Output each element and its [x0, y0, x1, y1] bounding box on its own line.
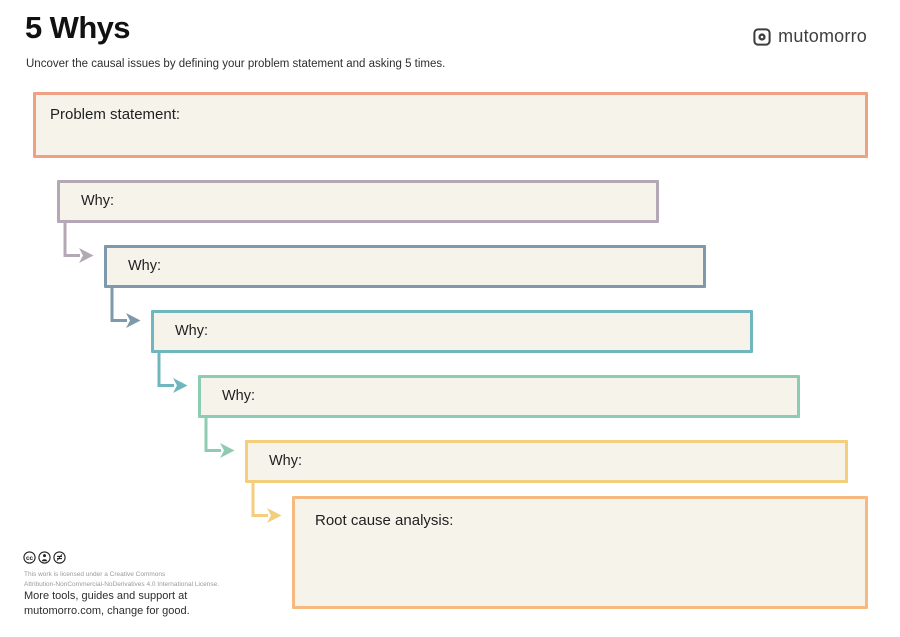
- root-cause-analysis-box[interactable]: Root cause analysis:: [292, 496, 868, 609]
- connector-arrow-icon: [157, 352, 188, 393]
- why-box-4[interactable]: Why:: [198, 375, 800, 418]
- why-label: Why:: [175, 323, 209, 339]
- promo-line-2: mutomorro.com, change for good.: [24, 604, 190, 617]
- why-label: Why:: [81, 193, 115, 209]
- why-label: Why:: [269, 453, 303, 469]
- attribution-icon: [38, 551, 51, 564]
- license-line-1: This work is licensed under a Creative C…: [24, 571, 166, 578]
- why-box-5[interactable]: Why:: [245, 440, 848, 483]
- license-line-2: Attribution-NonCommercial-NoDerivatives …: [24, 581, 220, 589]
- brand-name: mutomorro: [778, 26, 867, 46]
- problem-statement-box[interactable]: Problem statement:: [33, 92, 868, 158]
- cc-icon: cc: [23, 551, 36, 564]
- promo-text: More tools, guides and support at mutomo…: [24, 589, 190, 619]
- connector-arrow-icon: [251, 482, 282, 523]
- root-cause-analysis-label: Root cause analysis:: [315, 512, 454, 529]
- connector-arrow-icon: [63, 222, 94, 263]
- why-label: Why:: [222, 388, 256, 404]
- license-text: This work is licensed under a Creative C…: [24, 570, 219, 590]
- brand-logo: mutomorro: [753, 26, 867, 47]
- svg-text:cc: cc: [26, 555, 34, 562]
- why-box-2[interactable]: Why:: [104, 245, 706, 288]
- no-derivatives-icon: [53, 551, 66, 564]
- problem-statement-label: Problem statement:: [50, 106, 181, 123]
- why-box-3[interactable]: Why:: [151, 310, 753, 353]
- connector-arrow-icon: [110, 287, 141, 328]
- why-label: Why:: [128, 258, 162, 274]
- why-box-1[interactable]: Why:: [57, 180, 659, 223]
- page-subtitle: Uncover the causal issues by defining yo…: [26, 58, 446, 70]
- page-title: 5 Whys: [25, 10, 131, 45]
- creative-commons-icons: cc: [23, 551, 66, 564]
- connector-arrow-icon: [204, 417, 235, 458]
- mutomorro-logo-icon: [753, 27, 771, 46]
- promo-line-1: More tools, guides and support at: [24, 590, 188, 602]
